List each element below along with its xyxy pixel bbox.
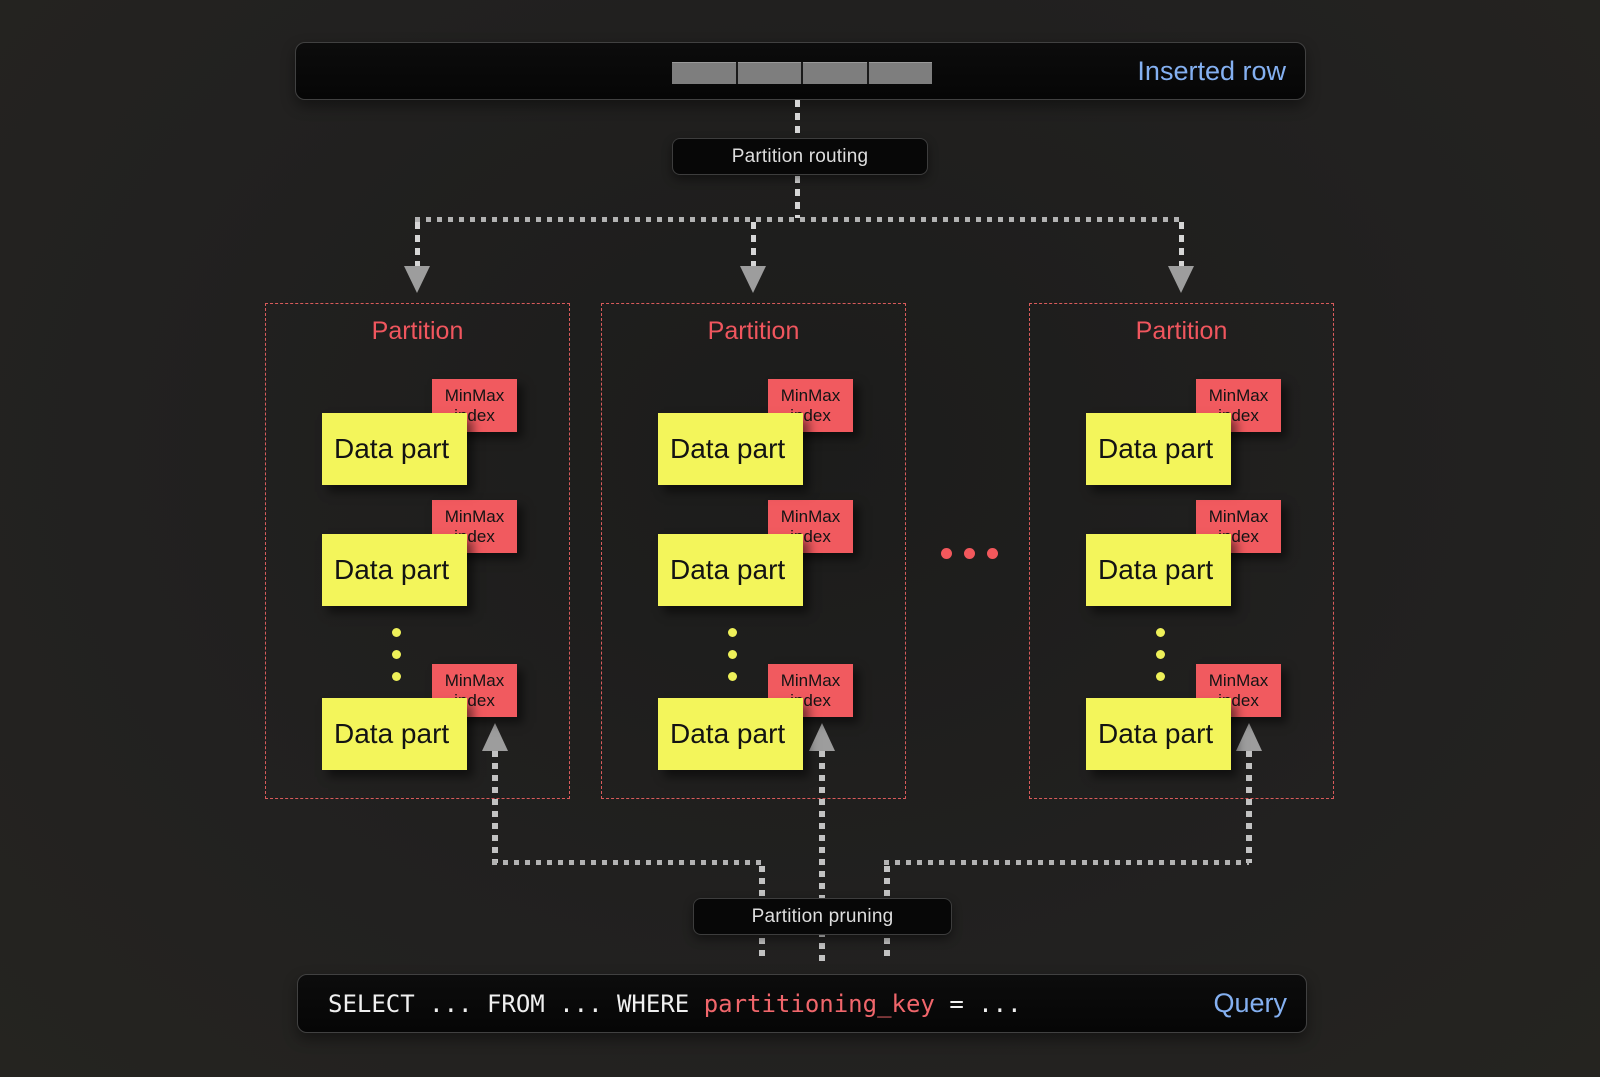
connector-line <box>492 860 765 865</box>
connector-stem <box>1179 222 1184 266</box>
row-segment-cell <box>672 62 736 84</box>
query-label: Query <box>1213 988 1287 1018</box>
data-part-label: Data part <box>670 554 786 585</box>
minmax-tag-line: MinMax <box>780 670 841 690</box>
data-part-label: Data part <box>1098 554 1214 585</box>
partition-pruning-pill: Partition pruning <box>693 898 952 935</box>
data-part-box: Data part <box>1086 413 1231 485</box>
vertical-ellipsis-dot <box>1156 672 1165 681</box>
minmax-tag-line: MinMax <box>1208 506 1269 526</box>
row-segment-cell <box>803 62 867 84</box>
data-part-box: Data part <box>322 698 467 770</box>
connector-stem <box>795 176 800 218</box>
data-part-box: Data part <box>658 413 803 485</box>
sql-suffix: = ... <box>934 989 1022 1018</box>
connector-line <box>884 860 1249 865</box>
arrow-up-icon <box>482 723 508 751</box>
data-part-label: Data part <box>334 433 450 464</box>
partition-routing-pill: Partition routing <box>672 138 928 175</box>
partition-box: Partition MinMax index Data part MinMax … <box>601 303 906 799</box>
connector-stem <box>492 751 498 863</box>
inserted-row-segments <box>672 62 932 84</box>
sql-partitioning-key: partitioning_key <box>703 989 935 1018</box>
vertical-ellipsis-dot <box>728 650 737 659</box>
vertical-ellipsis-dot <box>728 672 737 681</box>
vertical-ellipsis-dot <box>1156 628 1165 637</box>
partition-routing-label: Partition routing <box>731 145 869 167</box>
partition-title: Partition <box>707 317 800 345</box>
minmax-index-tag: MinMax index <box>432 500 517 553</box>
sql-prefix: SELECT ... FROM ... WHERE <box>328 989 704 1018</box>
partition-title: Partition <box>371 317 464 345</box>
data-part-box: Data part <box>1086 698 1231 770</box>
connector-stem <box>415 222 420 266</box>
arrow-down-icon <box>404 266 430 293</box>
data-part-box: Data part <box>322 413 467 485</box>
partitions-ellipsis <box>941 548 998 559</box>
connector-fanout-line <box>415 217 1183 222</box>
data-part-label: Data part <box>334 718 450 749</box>
connector-stem <box>795 100 800 138</box>
query-sql-text: SELECT ... FROM ... WHERE partitioning_k… <box>328 975 1022 1032</box>
minmax-tag-line: MinMax <box>780 506 841 526</box>
data-part-box: Data part <box>322 534 467 606</box>
data-part-label: Data part <box>1098 433 1214 464</box>
data-part-box: Data part <box>658 534 803 606</box>
vertical-ellipsis-dot <box>392 672 401 681</box>
row-segment-cell <box>868 62 932 84</box>
minmax-tag-line: MinMax <box>1208 670 1269 690</box>
minmax-tag-line: MinMax <box>1208 385 1269 405</box>
row-segment-cell <box>737 62 801 84</box>
minmax-tag-line: MinMax <box>444 506 505 526</box>
minmax-tag-line: MinMax <box>780 385 841 405</box>
connector-stem <box>1246 751 1252 863</box>
data-part-label: Data part <box>334 554 450 585</box>
data-part-box: Data part <box>658 698 803 770</box>
inserted-row-label: Inserted row <box>1137 55 1286 86</box>
query-bar: SELECT ... FROM ... WHERE partitioning_k… <box>297 974 1307 1033</box>
arrow-up-icon <box>809 723 835 751</box>
vertical-ellipsis-dot <box>392 650 401 659</box>
data-part-label: Data part <box>1098 718 1214 749</box>
arrow-up-icon <box>1236 723 1262 751</box>
partition-title: Partition <box>1135 317 1228 345</box>
connector-stem <box>819 751 825 961</box>
connector-stem <box>751 222 756 266</box>
inserted-row-bar: Inserted row <box>295 42 1306 100</box>
data-part-label: Data part <box>670 433 786 464</box>
data-part-box: Data part <box>1086 534 1231 606</box>
vertical-ellipsis-dot <box>728 628 737 637</box>
arrow-down-icon <box>1168 266 1194 293</box>
minmax-tag-line: MinMax <box>444 670 505 690</box>
arrow-down-icon <box>740 266 766 293</box>
vertical-ellipsis-dot <box>392 628 401 637</box>
partition-pruning-label: Partition pruning <box>751 905 894 927</box>
minmax-tag-line: MinMax <box>444 385 505 405</box>
partition-box: Partition MinMax index Data part MinMax … <box>265 303 570 799</box>
vertical-ellipsis-dot <box>1156 650 1165 659</box>
data-part-label: Data part <box>670 718 786 749</box>
partition-box: Partition MinMax index Data part MinMax … <box>1029 303 1334 799</box>
